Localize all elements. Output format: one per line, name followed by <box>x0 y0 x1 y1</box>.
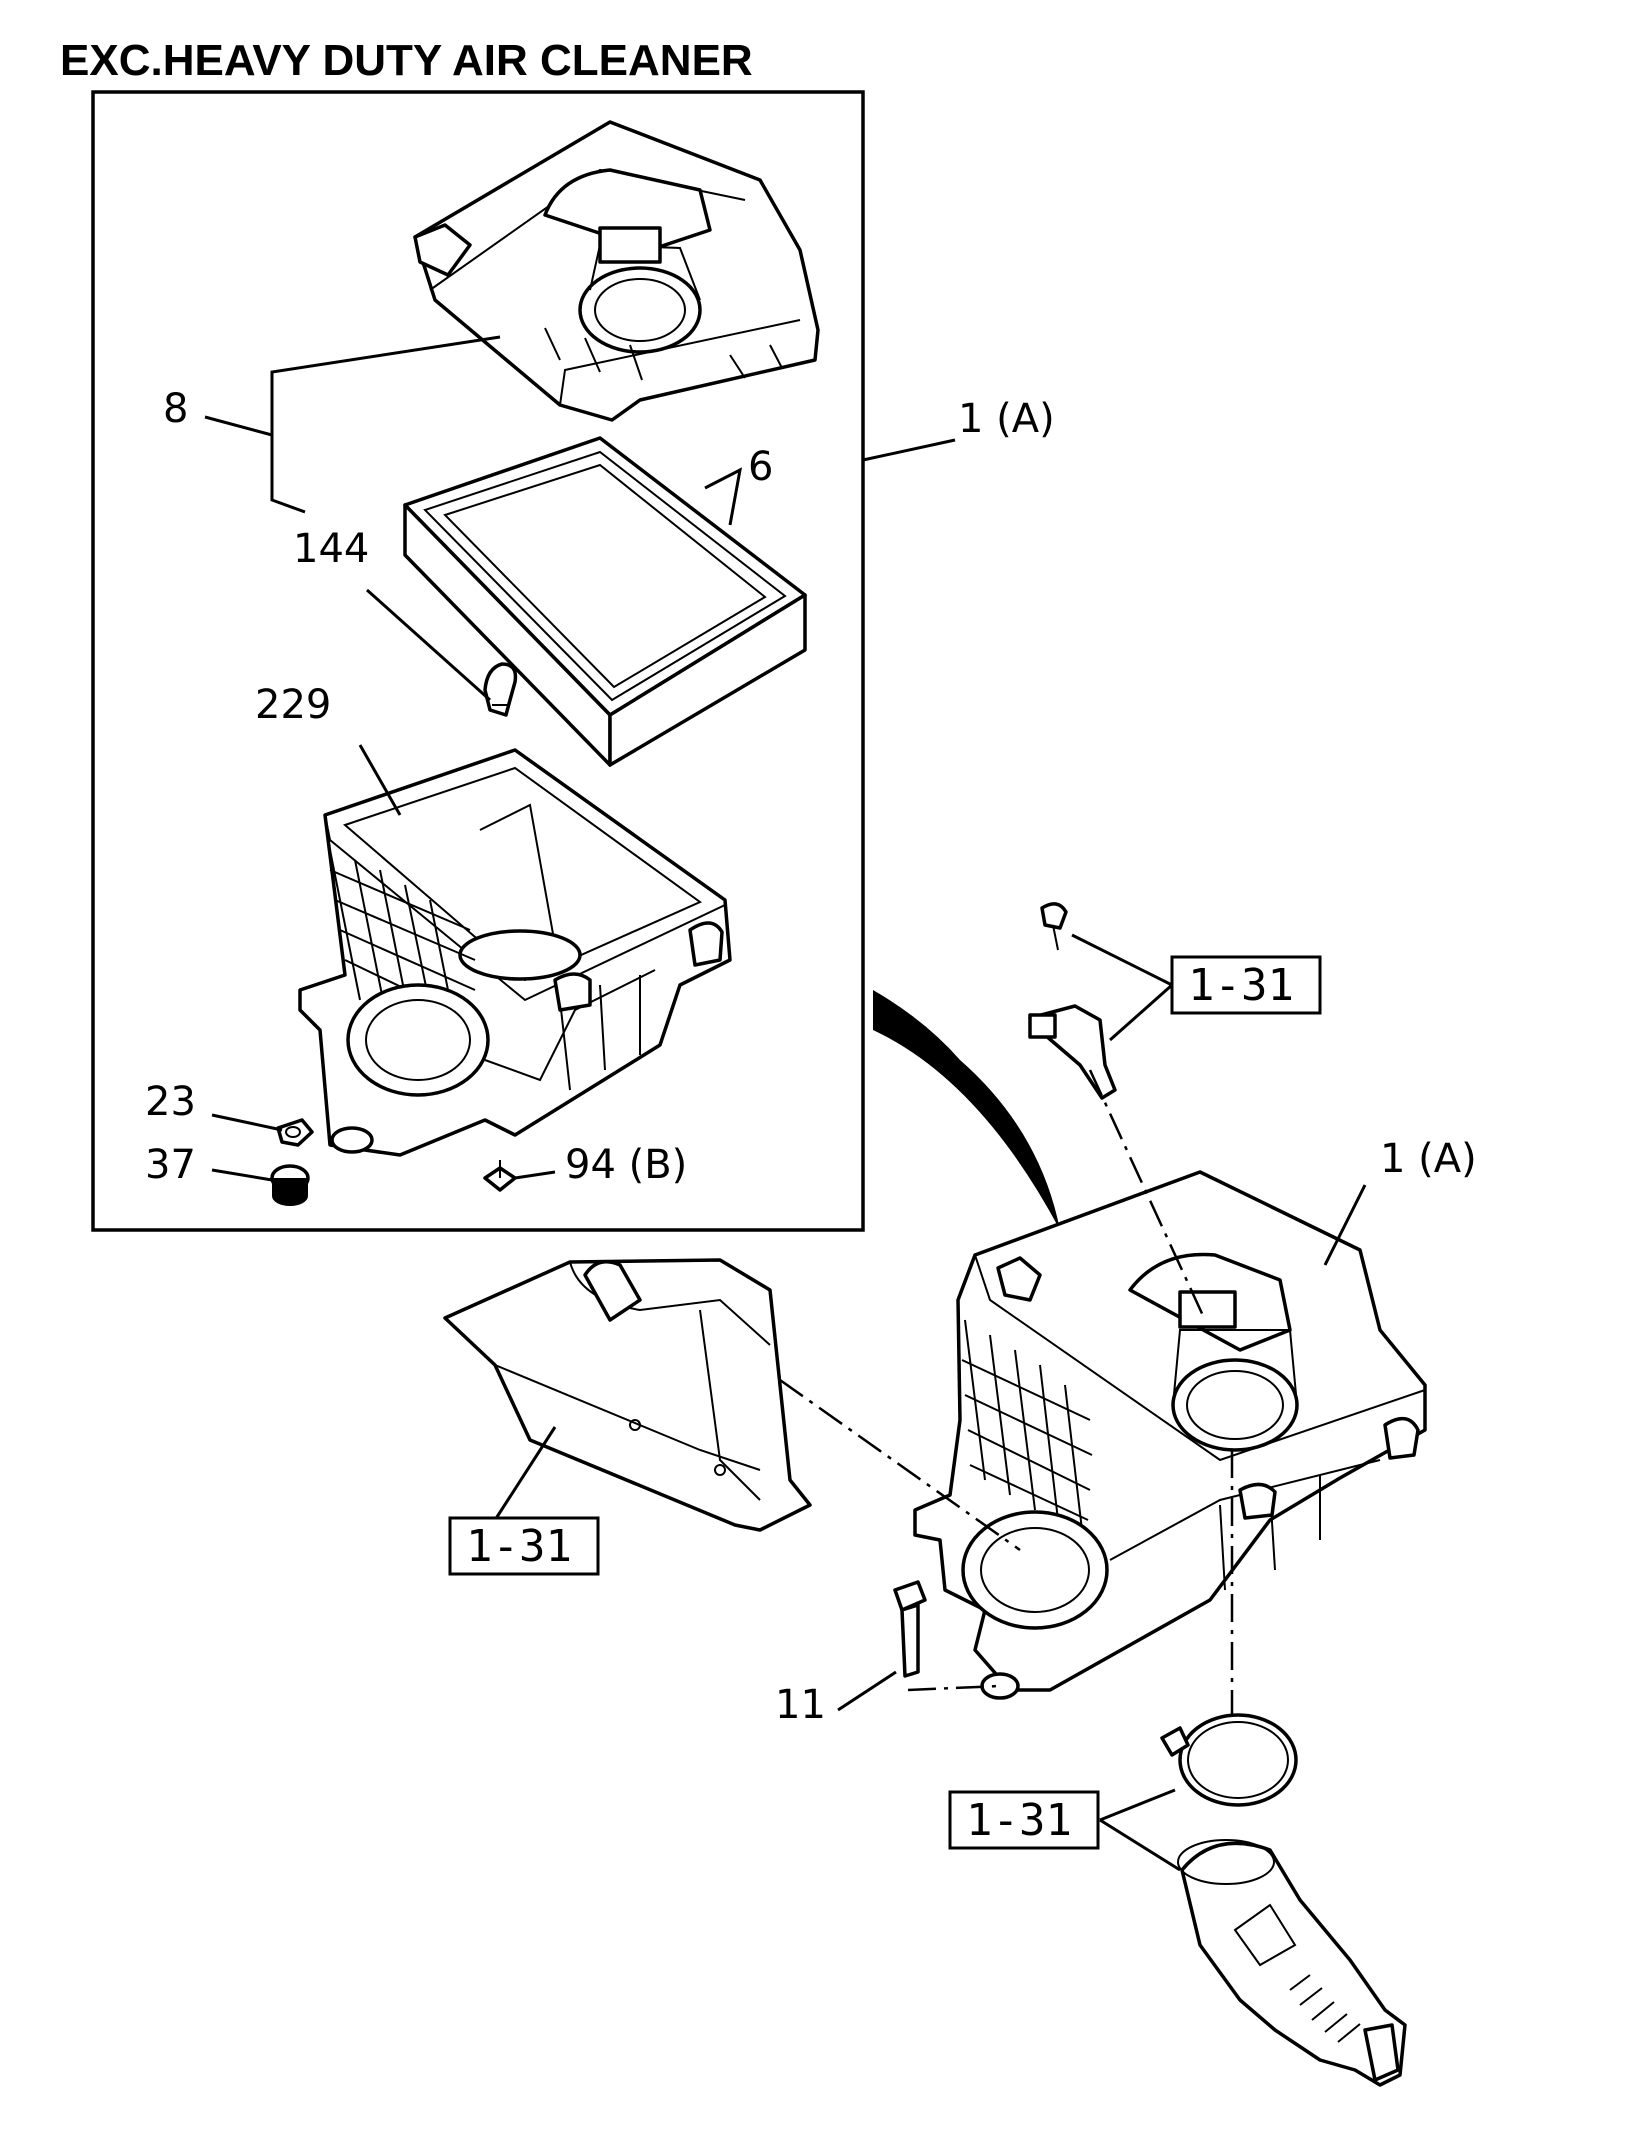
ref-box-duct[interactable] <box>448 1516 600 1576</box>
callout-1a-main: 1 (A) <box>1380 1136 1477 1182</box>
intake-duct-icon <box>443 1258 812 1532</box>
clip-icon <box>483 662 518 717</box>
air-filter-element-icon <box>403 436 807 767</box>
ref-box-sensor[interactable] <box>1170 955 1322 1015</box>
callout-229: 229 <box>255 682 331 728</box>
callout-11: 11 <box>775 1682 826 1728</box>
intake-hose-icon <box>1177 1839 1407 2087</box>
callout-144: 144 <box>293 526 369 572</box>
callout-23: 23 <box>145 1079 196 1125</box>
ref-label-hose[interactable]: 1-31 <box>966 1795 1072 1846</box>
assembly-lines <box>779 1069 1234 1715</box>
ref-label-duct[interactable]: 1-31 <box>466 1521 572 1572</box>
ref-label-sensor[interactable]: 1-31 <box>1188 960 1294 1011</box>
callout-1a-box: 1 (A) <box>958 396 1055 442</box>
grommet-icon <box>276 1118 314 1147</box>
callout-94b: 94 (B) <box>565 1142 687 1188</box>
direction-arrow-icon <box>873 990 1060 1230</box>
ref-box-hose[interactable] <box>948 1790 1100 1850</box>
bolt-icon <box>893 1580 927 1678</box>
mounting-rubber-icon <box>270 1164 310 1206</box>
exploded-view-frame <box>91 90 865 1232</box>
callout-6: 6 <box>748 444 773 490</box>
clip-icon <box>483 1160 517 1192</box>
air-cleaner-cover-icon <box>413 120 820 422</box>
callout-leaders <box>204 335 956 1182</box>
air-cleaner-assembly-icon <box>913 1170 1427 1700</box>
callout-8: 8 <box>163 386 188 432</box>
sensor-icon <box>1028 902 1117 1100</box>
air-cleaner-body-icon <box>298 748 732 1157</box>
hose-clamp-icon <box>1160 1713 1298 1807</box>
callout-37: 37 <box>145 1142 196 1188</box>
ref-leaders <box>493 933 1367 1872</box>
diagram-title: EXC.HEAVY DUTY AIR CLEANER <box>60 36 753 85</box>
